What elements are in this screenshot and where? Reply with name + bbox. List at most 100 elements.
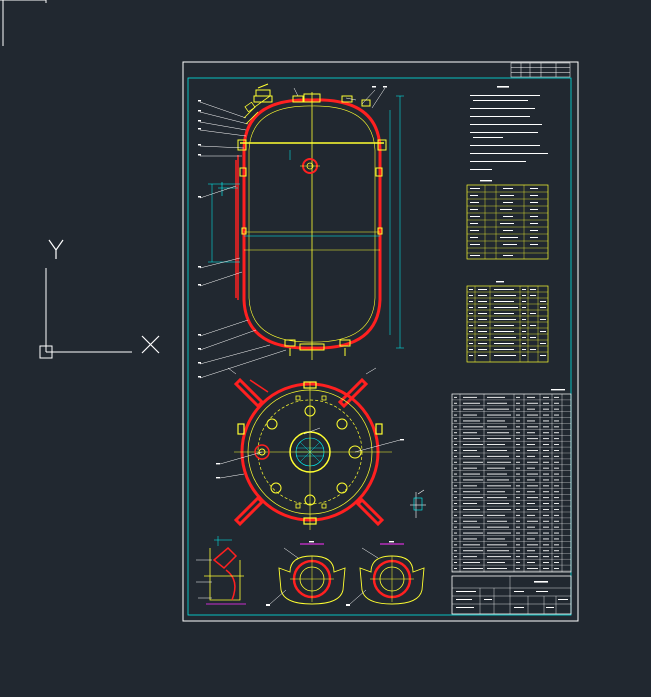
- parts-list-cell-text: [543, 402, 549, 404]
- plan-edge-lugs: [237, 381, 383, 525]
- parts-list-cell-text: [487, 426, 507, 428]
- parts-list-cell-text: [516, 532, 520, 534]
- parts-list-cell-text: [516, 438, 520, 440]
- parts-list-cell-text: [527, 514, 535, 516]
- parts-list-cell-text: [543, 562, 549, 563]
- parts-list-cell-text: [516, 467, 520, 469]
- parts-list-cell-text: [463, 526, 480, 528]
- parts-list-cell-text: [516, 414, 520, 416]
- parts-list-cell-text: [454, 544, 457, 546]
- parts-list-cell-text: [454, 497, 457, 499]
- top-nozzles: [253, 83, 371, 107]
- ucs-icon[interactable]: [39, 239, 160, 359]
- parts-list-cell-text: [487, 473, 507, 475]
- parts-list-cell-text: [554, 556, 559, 558]
- parts-list-cell-text: [454, 467, 457, 469]
- parts-list-cell-text: [527, 479, 535, 481]
- parts-list-cell-text: [487, 509, 511, 510]
- parts-list-cell-text: [554, 438, 559, 440]
- parts-list-cell-text: [487, 450, 507, 451]
- front-elevation-view[interactable]: [198, 83, 404, 379]
- parts-list-cell-text: [487, 396, 505, 398]
- parts-list-cell-text: [527, 556, 538, 558]
- parts-list-cell-text: [454, 432, 457, 434]
- parts-list-cell-text: [454, 520, 457, 522]
- parts-list-cell-text: [554, 550, 559, 552]
- parts-list-cell-text: [454, 514, 457, 516]
- parts-list-cell-text: [516, 461, 520, 463]
- parts-list-cell-text: [554, 514, 559, 516]
- parts-list-cell-text: [487, 414, 511, 416]
- dimension-lines: [208, 95, 404, 349]
- nozzle-detail-view[interactable]: [196, 536, 246, 605]
- parts-list-cell-text: [543, 450, 549, 451]
- parts-list-cell-text: [487, 479, 509, 481]
- parts-list-cell-text: [463, 479, 483, 481]
- parts-list-cell-text: [543, 438, 549, 440]
- support-detail-b[interactable]: [346, 541, 425, 606]
- parts-list-cell-text: [454, 485, 457, 487]
- parts-list-cell-text: [527, 491, 535, 493]
- parts-list-cell-text: [543, 479, 549, 481]
- parts-list-cell-text: [463, 432, 477, 434]
- parts-list-cell-text: [554, 485, 559, 487]
- parts-list-cell-text: [554, 408, 559, 410]
- ucs-x-axis-label: [141, 335, 160, 354]
- parts-list-cell-text: [554, 532, 559, 534]
- parts-list-cell-text: [463, 514, 483, 516]
- parts-list-cell-text: [454, 408, 457, 410]
- top-plan-view[interactable]: [216, 367, 404, 530]
- parts-list-cell-text: [463, 450, 477, 451]
- parts-list-cell-text: [527, 509, 538, 510]
- parts-list-cell-text: [527, 450, 538, 451]
- parts-list-cell-text: [454, 396, 457, 398]
- parts-list-cell-text: [463, 538, 477, 540]
- parts-list-cell-text: [543, 568, 549, 569]
- parts-list-cell-text: [516, 444, 520, 445]
- parts-list-cell-text: [454, 438, 457, 440]
- parts-list-cell-text: [516, 538, 520, 540]
- parts-list-cell-text: [554, 444, 559, 445]
- parts-list-cell-text: [527, 562, 535, 563]
- parts-list-table: [451, 389, 572, 573]
- parts-list-cell-text: [463, 473, 480, 475]
- parts-list-cell-text: [487, 550, 509, 552]
- parts-list-cell-text: [487, 544, 507, 546]
- parts-list-cell-text: [487, 497, 507, 499]
- parts-list-cell-text: [543, 426, 549, 428]
- parts-list-cell-text: [454, 526, 457, 528]
- parts-list-cell-text: [463, 497, 483, 499]
- parts-list-cell-text: [487, 503, 509, 504]
- parts-list-cell-text: [454, 532, 457, 534]
- part-balloons: [198, 86, 387, 378]
- parts-list-cell-text: [487, 467, 505, 469]
- parts-list-cell-text: [454, 461, 457, 463]
- leader-lines-left: [199, 101, 287, 379]
- parts-list-cell-text: [554, 509, 559, 510]
- parts-list-cell-text: [487, 562, 505, 563]
- parts-list-cell-text: [554, 455, 559, 457]
- parts-list-cell-text: [543, 473, 549, 475]
- parts-list-cell-text: [554, 467, 559, 469]
- parts-list-cell-text: [487, 438, 511, 440]
- parts-list-cell-text: [463, 402, 480, 404]
- drawing-inner-border: [187, 77, 572, 616]
- parts-list-cell-text: [516, 544, 520, 546]
- parts-list-cell-text: [527, 497, 538, 499]
- parts-list-cell-text: [454, 444, 457, 445]
- parts-list-cell-text: [463, 485, 477, 487]
- parts-list-cell-text: [527, 408, 535, 410]
- parts-list-cell-text: [463, 556, 477, 558]
- parts-list-cell-text: [454, 568, 457, 569]
- parts-list-cell-text: [543, 532, 549, 534]
- parts-list-cell-text: [527, 467, 535, 469]
- parts-list-cell-text: [463, 420, 480, 422]
- parts-list-cell-text: [543, 414, 549, 416]
- parts-list-cell-text: [516, 450, 520, 451]
- parts-list-cell-text: [516, 556, 520, 558]
- parts-list-cell-text: [454, 455, 457, 457]
- parts-list-cell-text: [516, 520, 520, 522]
- parts-list-cell-text: [543, 544, 549, 546]
- support-detail-a[interactable]: [266, 541, 346, 606]
